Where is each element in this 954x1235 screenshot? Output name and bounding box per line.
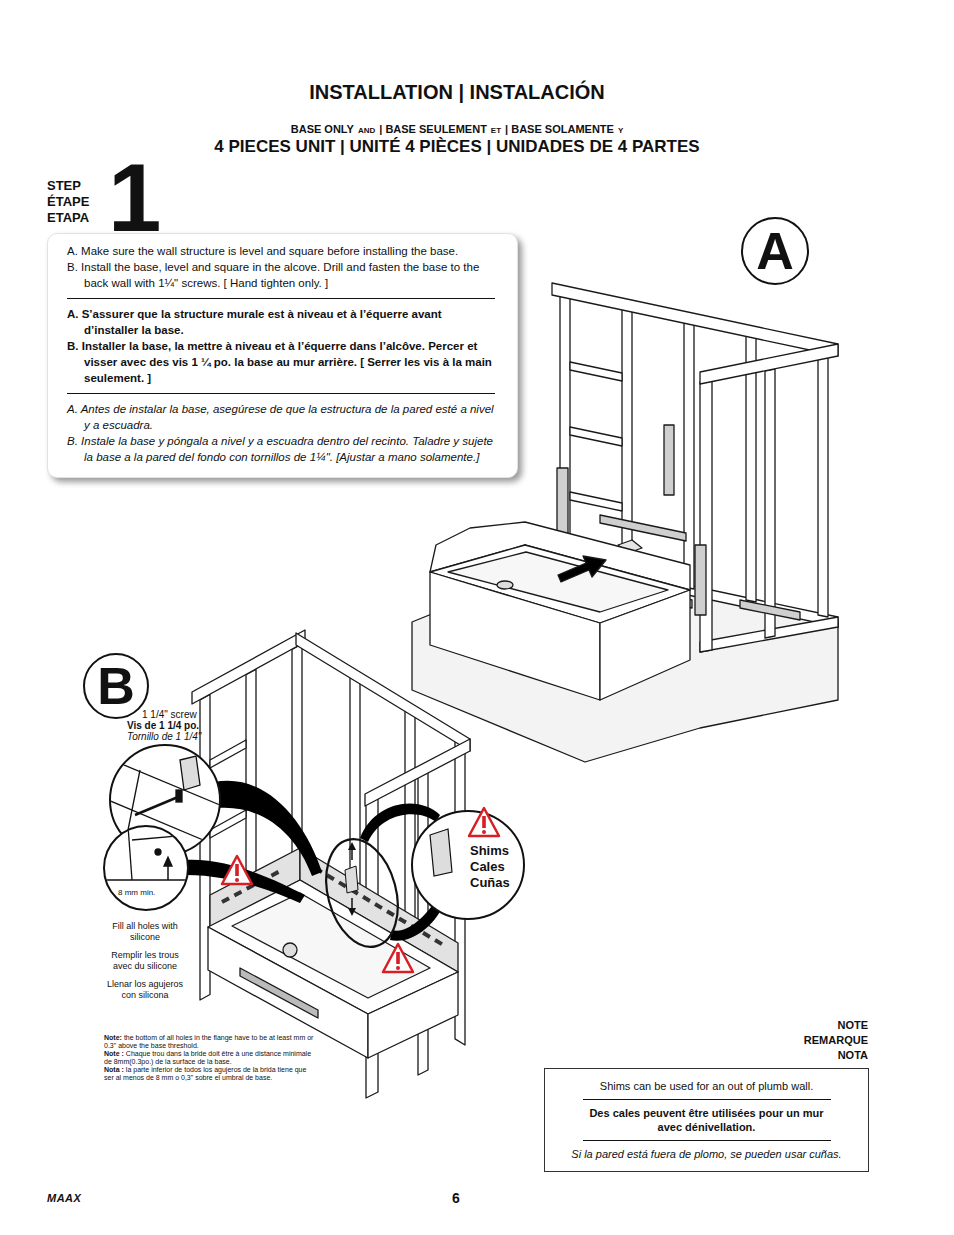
note-text: Chaque trou dans la bride doit être à un…: [104, 1050, 311, 1065]
shim-bubble: [412, 811, 524, 919]
subtitle-text: | BASE SOLAMENTE: [505, 123, 614, 135]
subtitle-text: | BASE SEULEMENT: [379, 123, 487, 135]
callout-text: Tornillo de 1 1/4": [127, 731, 201, 742]
note-paragraph: Nota :la parte inferior de todos los agu…: [104, 1066, 314, 1082]
callout-pointers: [186, 781, 446, 941]
callout-text: Vis de 1 1/4 po.: [127, 720, 199, 731]
dimension-label: 8 mm min.: [118, 888, 155, 897]
step-label: STEP: [47, 178, 81, 193]
brand-logo: MAAX: [47, 1192, 81, 1205]
warning-icon: [222, 856, 252, 884]
note-text: Shims can be used for an out of plumb wa…: [553, 1079, 860, 1093]
note-box: NOTE REMARQUE NOTAShims can be used for …: [544, 1068, 869, 1172]
instruction-text: B. Installer la base, la mettre à niveau…: [67, 338, 495, 386]
note-lead: Note :: [104, 1050, 124, 1057]
gap-detail: [104, 826, 188, 910]
instruction-text: B. Install the base, level and square in…: [67, 259, 495, 291]
step-label: ÉTAPE: [47, 194, 89, 209]
shim-label: Cuñas: [470, 875, 510, 891]
step-label: ETAPA: [47, 210, 89, 225]
flange-note: Note:the bottom of all holes in the flan…: [104, 1034, 314, 1082]
note-paragraph: Note:the bottom of all holes in the flan…: [104, 1034, 314, 1050]
warning-icon: [383, 944, 413, 972]
note-paragraph: Note :Chaque trou dans la bride doit êtr…: [104, 1050, 314, 1066]
divider-rule: [583, 1140, 831, 1141]
figure-letter: A: [756, 225, 794, 277]
callout-text: Llenar los agujeros con silicona: [103, 979, 187, 1001]
note-text: la parte inferior de todos los agujeros …: [104, 1066, 306, 1081]
subtitle-conjunction: ET: [491, 126, 501, 135]
warning-icon: [469, 808, 499, 836]
note-lead: Nota :: [104, 1066, 124, 1073]
figure-letter-circle: B: [83, 653, 149, 719]
subtitle-text: BASE ONLY: [291, 123, 354, 135]
instruction-text: A. S’assurer que la structure murale est…: [67, 306, 495, 338]
shim-label: Cales: [470, 859, 505, 875]
step-number: 1: [108, 150, 161, 246]
shim-focus: [315, 831, 409, 955]
note-heading: NOTE REMARQUE NOTA: [788, 1018, 868, 1063]
note-text: Des cales peuvent être utilisées pour un…: [587, 1106, 827, 1134]
subtitle-conjunction: AND: [358, 126, 375, 135]
note-lead: Note:: [104, 1034, 122, 1041]
callout-text: 1 1/4" screw: [142, 709, 197, 720]
divider-rule: [67, 393, 495, 394]
shim-label: Shims: [470, 843, 509, 859]
figure-letter: B: [97, 660, 135, 712]
subtitle-conjunction: Y: [618, 126, 623, 135]
instruction-text: B. Instale la base y póngala a nivel y a…: [67, 433, 495, 465]
page-title: INSTALLATION | INSTALACIÓN: [0, 80, 914, 104]
divider-rule: [67, 298, 495, 299]
instruction-text: A. Antes de instalar la base, asegúrese …: [67, 401, 495, 433]
note-text: the bottom of all holes in the flange ha…: [104, 1034, 313, 1049]
page-number: 6: [452, 1190, 460, 1206]
callout-text: Remplir les trous avec du silicone: [103, 950, 187, 972]
note-text: Si la pared está fuera de plomo, se pued…: [553, 1147, 860, 1161]
subtitle-line: BASE ONLY AND | BASE SEULEMENT ET | BASE SOL…: [0, 121, 914, 138]
figure-letter-circle: A: [741, 217, 809, 285]
callout-text: Fill all holes with silicone: [103, 921, 187, 943]
divider-rule: [583, 1099, 831, 1100]
instruction-box: A. Make sure the wall structure is level…: [47, 233, 518, 478]
